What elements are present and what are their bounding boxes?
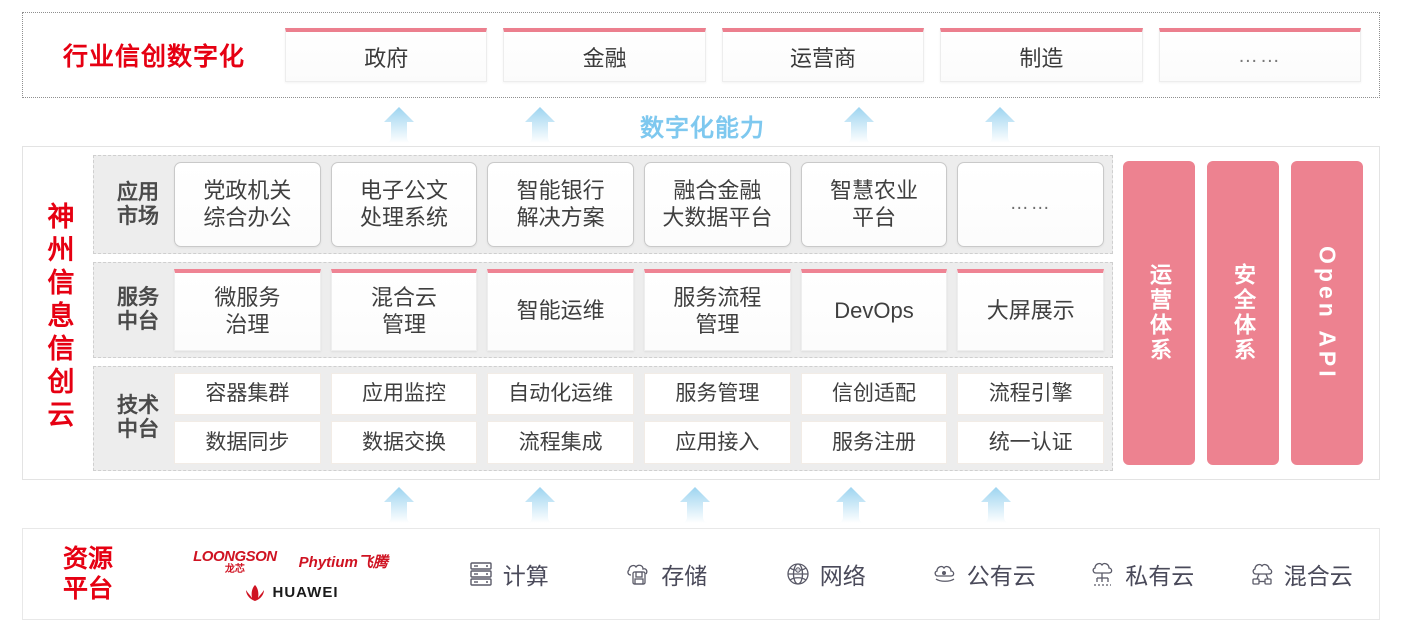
vendor-row-2: HUAWEI bbox=[243, 584, 339, 602]
hybrid-cloud-icon bbox=[1247, 559, 1277, 589]
huawei-logo: HUAWEI bbox=[243, 584, 339, 602]
layer-tech-platform: 技术 中台 容器集群 应用监控 自动化运维 服务管理 信创适配 流程引擎 数据同… bbox=[93, 365, 1113, 472]
industry-card-list: 政府 金融 运营商 制造 …… bbox=[285, 28, 1379, 82]
resource-item-label: 混合云 bbox=[1283, 563, 1353, 589]
pillar-security-system[interactable]: 安全体系 bbox=[1207, 161, 1279, 465]
vendor-row-1: LOONGSON 龙芯 Phytium飞腾 bbox=[193, 549, 388, 575]
cell-svc-hybrid-cloud-mgmt[interactable]: 混合云管理 bbox=[330, 269, 478, 351]
network-globe-icon bbox=[783, 559, 813, 589]
cell-app-gov-office[interactable]: 党政机关综合办公 bbox=[174, 162, 321, 248]
cell-tech-xinchuang-adaptation[interactable]: 信创适配 bbox=[800, 372, 948, 416]
industry-card-government[interactable]: 政府 bbox=[285, 28, 488, 82]
cell-tech-unified-auth[interactable]: 统一认证 bbox=[957, 421, 1105, 465]
industry-band: 行业信创数字化 政府 金融 运营商 制造 …… bbox=[22, 12, 1380, 98]
cell-svc-smart-ops[interactable]: 智能运维 bbox=[487, 269, 635, 351]
cloud-pillars: 运营体系 安全体系 Open API bbox=[1123, 155, 1371, 471]
cell-svc-big-screen-display[interactable]: 大屏展示 bbox=[957, 269, 1105, 351]
private-cloud-icon bbox=[1088, 559, 1118, 589]
industry-card-finance[interactable]: 金融 bbox=[503, 28, 706, 82]
resource-platform-band: 资源 平台 LOONGSON 龙芯 Phytium飞腾 HUAWEI bbox=[22, 528, 1380, 620]
resource-platform-title: 资源 平台 bbox=[62, 545, 113, 603]
layer-cells-app-market: 党政机关综合办公 电子公文处理系统 智能银行解决方案 融合金融大数据平台 智慧农… bbox=[174, 162, 1105, 248]
resource-item-storage[interactable]: 存储 bbox=[587, 557, 746, 591]
cell-tech-container-cluster[interactable]: 容器集群 bbox=[174, 372, 321, 416]
cloud-storage-icon bbox=[624, 559, 654, 589]
cell-svc-microservice-governance[interactable]: 微服务治理 bbox=[174, 269, 321, 351]
pillar-operations-system[interactable]: 运营体系 bbox=[1123, 161, 1195, 465]
huawei-flower-icon bbox=[243, 584, 267, 602]
industry-card-more[interactable]: …… bbox=[1158, 28, 1362, 82]
resource-item-hybrid-cloud[interactable]: 混合云 bbox=[1221, 557, 1380, 591]
industry-card-operator[interactable]: 运营商 bbox=[721, 28, 925, 82]
up-arrow-icon bbox=[977, 106, 1023, 144]
up-arrow-icon bbox=[836, 106, 882, 144]
layer-cells-service-platform: 微服务治理 混合云管理 智能运维 服务流程管理 DevOps bbox=[174, 269, 1105, 351]
tech-row-2: 数据同步 数据交换 流程集成 应用接入 服务注册 统一认证 bbox=[174, 421, 1105, 465]
tech-row-1: 容器集群 应用监控 自动化运维 服务管理 信创适配 流程引擎 bbox=[174, 372, 1105, 416]
cell-svc-service-process-mgmt[interactable]: 服务流程管理 bbox=[644, 269, 791, 351]
up-arrow-icon bbox=[828, 486, 874, 524]
cloud-layers: 应用 市场 党政机关综合办公 电子公文处理系统 智能银行解决方案 融合金融大数据… bbox=[93, 155, 1113, 472]
layer-app-market: 应用 市场 党政机关综合办公 电子公文处理系统 智能银行解决方案 融合金融大数据… bbox=[93, 155, 1113, 255]
pillar-open-api[interactable]: Open API bbox=[1291, 161, 1363, 465]
public-cloud-icon bbox=[930, 559, 960, 589]
cell-tech-process-engine[interactable]: 流程引擎 bbox=[957, 372, 1105, 416]
cell-tech-app-monitoring[interactable]: 应用监控 bbox=[330, 372, 478, 416]
capability-arrow-strip-top: 数字化能力 bbox=[0, 104, 1402, 144]
cloud-main: 应用 市场 党政机关综合办公 电子公文处理系统 智能银行解决方案 融合金融大数据… bbox=[93, 147, 1379, 479]
cloud-platform-title: 神州信息信创云 bbox=[23, 147, 93, 479]
vendor-logo-group: LOONGSON 龙芯 Phytium飞腾 HUAWEI bbox=[153, 547, 428, 602]
resource-item-label: 公有云 bbox=[966, 563, 1036, 589]
cell-tech-service-mgmt[interactable]: 服务管理 bbox=[644, 372, 791, 416]
phytium-logo: Phytium飞腾 bbox=[298, 554, 388, 571]
cell-svc-devops[interactable]: DevOps bbox=[800, 269, 948, 351]
resource-item-list: 计算 存储 bbox=[428, 557, 1379, 591]
cloud-platform-title-text: 神州信息信创云 bbox=[43, 201, 74, 433]
industry-card-manufacturing[interactable]: 制造 bbox=[940, 28, 1143, 82]
cell-app-fintech-bigdata[interactable]: 融合金融大数据平台 bbox=[644, 162, 791, 248]
cell-tech-data-exchange[interactable]: 数据交换 bbox=[330, 421, 478, 465]
resource-item-private-cloud[interactable]: 私有云 bbox=[1062, 557, 1221, 591]
resource-item-label: 计算 bbox=[502, 563, 549, 589]
industry-band-title: 行业信创数字化 bbox=[62, 43, 245, 71]
resource-arrow-strip bbox=[0, 484, 1402, 524]
loongson-logo: LOONGSON 龙芯 bbox=[193, 547, 277, 575]
resource-item-network[interactable]: 网络 bbox=[745, 557, 904, 591]
layer-label-tech-platform: 技术 中台 bbox=[117, 394, 159, 442]
resource-item-label: 私有云 bbox=[1125, 563, 1195, 589]
up-arrow-icon bbox=[973, 486, 1019, 524]
resource-item-label: 存储 bbox=[661, 563, 708, 589]
cloud-platform-box: 神州信息信创云 应用 市场 党政机关综合办公 电子公文处理系统 智能银行 bbox=[22, 146, 1380, 480]
resource-item-label: 网络 bbox=[819, 563, 866, 589]
cell-tech-service-registry[interactable]: 服务注册 bbox=[800, 421, 948, 465]
cell-tech-process-integration[interactable]: 流程集成 bbox=[487, 421, 635, 465]
cell-app-smart-agriculture[interactable]: 智慧农业平台 bbox=[800, 162, 948, 248]
layer-cells-tech-platform: 容器集群 应用监控 自动化运维 服务管理 信创适配 流程引擎 数据同步 数据交换… bbox=[174, 372, 1105, 465]
resource-item-public-cloud[interactable]: 公有云 bbox=[904, 557, 1063, 591]
resource-item-compute[interactable]: 计算 bbox=[428, 557, 587, 591]
cell-tech-data-sync[interactable]: 数据同步 bbox=[174, 421, 321, 465]
cell-app-edoc-system[interactable]: 电子公文处理系统 bbox=[330, 162, 478, 248]
layer-service-platform: 服务 中台 微服务治理 混合云管理 智能运维 服务流程管理 bbox=[93, 262, 1113, 358]
cell-app-smart-bank[interactable]: 智能银行解决方案 bbox=[487, 162, 635, 248]
layer-label-service-platform: 服务 中台 bbox=[117, 285, 159, 334]
cell-tech-automated-ops[interactable]: 自动化运维 bbox=[487, 372, 635, 416]
up-arrow-icon bbox=[376, 486, 422, 524]
up-arrow-icon bbox=[517, 486, 563, 524]
server-icon bbox=[466, 559, 496, 589]
cell-tech-app-access[interactable]: 应用接入 bbox=[644, 421, 791, 465]
up-arrow-icon bbox=[517, 106, 563, 144]
cell-app-more[interactable]: …… bbox=[957, 162, 1105, 248]
up-arrow-icon bbox=[376, 106, 422, 144]
layer-label-app-market: 应用 市场 bbox=[117, 180, 159, 228]
up-arrow-icon bbox=[672, 486, 718, 524]
capability-label: 数字化能力 bbox=[640, 115, 765, 142]
